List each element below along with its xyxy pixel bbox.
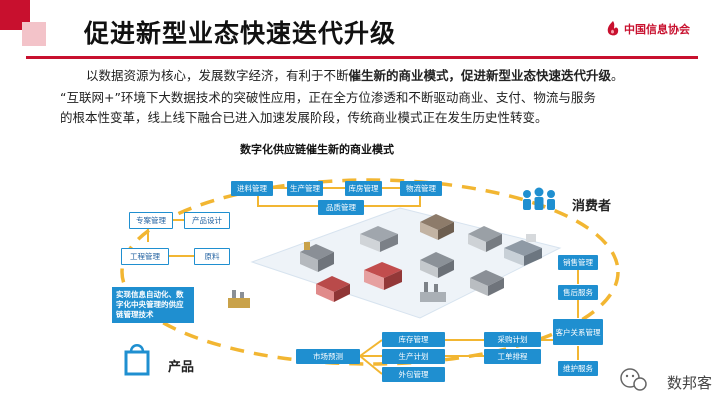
- box-weihu: 维护服务: [558, 361, 598, 376]
- box-yuanliao: 原料: [194, 248, 230, 265]
- box-waibao: 外包管理: [382, 367, 445, 382]
- box-gongdan: 工单排程: [484, 349, 541, 364]
- box-shouhou: 售后服务: [558, 285, 598, 300]
- box-jincheng: 进料管理: [231, 181, 273, 196]
- box-gongcheng: 工程管理: [121, 248, 169, 265]
- box-kucun: 库存管理: [382, 332, 445, 347]
- box-chanpin-sheji: 产品设计: [184, 212, 230, 229]
- wechat-icon: [620, 368, 647, 391]
- intro-highlight: 催生新的商业模式，促进新型业态快速迭代升级: [348, 68, 612, 83]
- box-shengchan-jihua: 生产计划: [382, 349, 445, 364]
- shopping-bag-icon: [124, 344, 150, 376]
- box-kufang: 库房管理: [345, 181, 382, 196]
- box-pinzhi: 品质管理: [318, 200, 364, 215]
- box-caigou: 采购计划: [484, 332, 541, 347]
- corner-decoration-pink: [22, 22, 46, 46]
- consumer-label: 消费者: [572, 199, 612, 214]
- box-wuliu: 物流管理: [400, 181, 442, 196]
- box-shengchan: 生产管理: [287, 181, 323, 196]
- consumer-icon: [523, 187, 555, 210]
- box-shichang: 市场预测: [296, 349, 360, 364]
- building-cluster: [228, 214, 542, 308]
- flame-logo-icon: [607, 21, 619, 36]
- detail-line-1: “互联网+”环境下大数据技术的突破性应用，正在全方位渗透和不断驱动商业、支付、物…: [60, 90, 596, 105]
- supply-chain-ring: [120, 178, 620, 366]
- logo: 中国信息协会: [605, 20, 690, 38]
- box-kehu: 客户关系管理: [553, 319, 603, 345]
- page-title: 促进新型业态快速迭代升级: [84, 19, 397, 48]
- diagram-title: 数字化供应链催生新的商业模式: [240, 143, 394, 156]
- paragraph-intro: 以数据资源为核心，发展数字经济，有利于不断催生新的商业模式，促进新型业态快速迭代…: [60, 66, 700, 86]
- paragraph-detail: “互联网+”环境下大数据技术的突破性应用，正在全方位渗透和不断驱动商业、支付、物…: [60, 88, 700, 128]
- logo-text: 中国信息协会: [624, 23, 690, 36]
- product-label: 产品: [168, 360, 195, 375]
- city-platform: [250, 207, 562, 319]
- watermark-text: 数邦客: [666, 374, 712, 392]
- header-divider: [26, 56, 698, 59]
- supply-chain-note: 实现信息自动化、数字化中央管理的供应链管理技术: [112, 287, 194, 323]
- intro-text: 以数据资源为核心，发展数字经济，有利于不断: [86, 68, 349, 83]
- box-xiaoshou: 销售管理: [558, 255, 598, 270]
- intro-end: 。: [611, 68, 624, 83]
- box-zhuanli: 专案管理: [129, 212, 173, 229]
- detail-line-2: 的根本性变革，线上线下融合已进入加速发展阶段，传统商业模式正在发生历史性转变。: [60, 110, 548, 125]
